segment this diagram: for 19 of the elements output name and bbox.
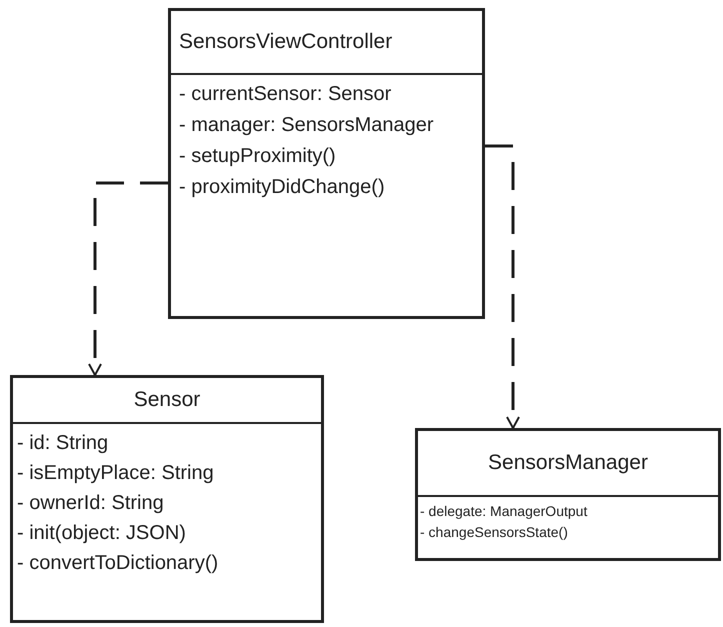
class-member: - id: String xyxy=(17,431,110,456)
class-box xyxy=(10,375,324,623)
class-member: - init(object: JSON) xyxy=(17,521,187,546)
class-member: - convertToDictionary() xyxy=(17,551,220,576)
class-member: - setupProximity() xyxy=(179,144,337,169)
class-box xyxy=(168,8,485,319)
class-member: - manager: SensorsManager xyxy=(179,113,435,138)
class-member: - proximityDidChange() xyxy=(179,175,386,200)
class-member: - delegate: ManagerOutput xyxy=(420,502,588,521)
dependency-arrow xyxy=(485,144,520,429)
class-member: - ownerId: String xyxy=(17,491,165,516)
class-member: - isEmptyPlace: String xyxy=(17,461,215,486)
dependency-arrow xyxy=(88,182,168,376)
class-box xyxy=(415,428,721,561)
class-name: SensorsManager xyxy=(488,451,648,475)
class-name: SensorsViewController xyxy=(179,30,392,54)
class-member: - currentSensor: Sensor xyxy=(179,82,392,107)
class-name: Sensor xyxy=(134,388,200,412)
class-member: - changeSensorsState() xyxy=(420,523,569,542)
